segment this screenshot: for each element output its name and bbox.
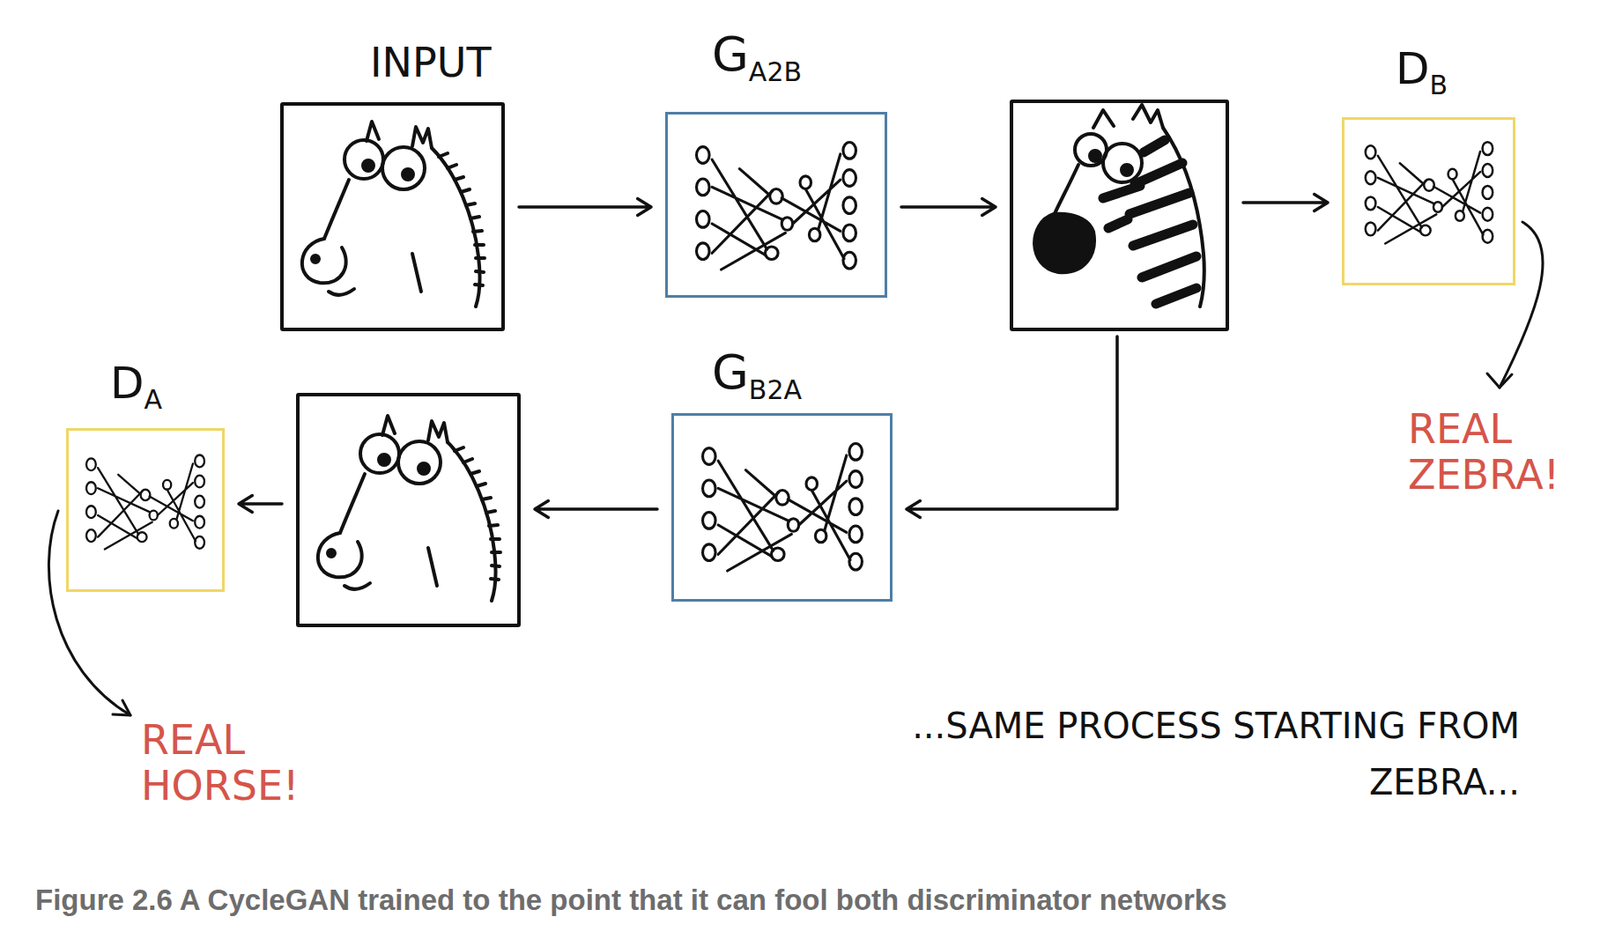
symbol-subscript: B xyxy=(1429,69,1449,101)
network-sketch xyxy=(696,141,857,270)
symbol-subscript: B2A xyxy=(748,374,802,406)
figure-caption: Figure 2.6 A CycleGAN trained to the poi… xyxy=(35,883,1228,918)
input-image-box: INPUT xyxy=(280,102,505,332)
flow-arrow xyxy=(1243,194,1328,212)
symbol-subscript: A xyxy=(144,384,163,415)
symbol-letter: INPUT xyxy=(370,38,491,87)
verdict-label: REAL HORSE! xyxy=(140,718,314,809)
symbol-subscript: A2B xyxy=(748,56,802,88)
box-heading: GA2B xyxy=(711,30,802,79)
generator-box: GA2B xyxy=(665,111,888,298)
network-sketch xyxy=(1365,141,1493,244)
horse-sketch xyxy=(302,121,485,307)
discriminator-box: DB xyxy=(1341,117,1516,286)
symbol-letter: D xyxy=(110,357,145,409)
flow-arrow xyxy=(534,501,658,519)
box-heading: DA xyxy=(110,361,163,406)
verdict-label: REAL ZEBRA! xyxy=(1407,407,1578,498)
symbol-letter: D xyxy=(1395,43,1430,95)
box-heading: DB xyxy=(1395,46,1448,91)
zebra-sketch xyxy=(1034,104,1205,307)
box-heading: INPUT xyxy=(370,42,491,83)
flow-arrow xyxy=(518,199,652,216)
flow-arrow xyxy=(238,496,282,513)
generated-image-box xyxy=(1009,99,1230,332)
symbol-letter: G xyxy=(711,26,749,82)
horse-sketch xyxy=(318,415,501,601)
box-heading: GB2A xyxy=(711,348,802,397)
flow-arrow xyxy=(906,336,1118,518)
network-sketch xyxy=(703,443,863,571)
reconstructed-image-box xyxy=(296,392,521,628)
network-sketch xyxy=(86,454,205,549)
leader-arrow xyxy=(48,511,131,716)
flow-arrow xyxy=(901,199,996,216)
note-text: ...SAME PROCESS STARTING FROM ZEBRA... xyxy=(867,697,1520,811)
generator-box: GB2A xyxy=(671,413,893,602)
discriminator-box: DA xyxy=(66,428,225,593)
symbol-letter: G xyxy=(711,344,749,400)
